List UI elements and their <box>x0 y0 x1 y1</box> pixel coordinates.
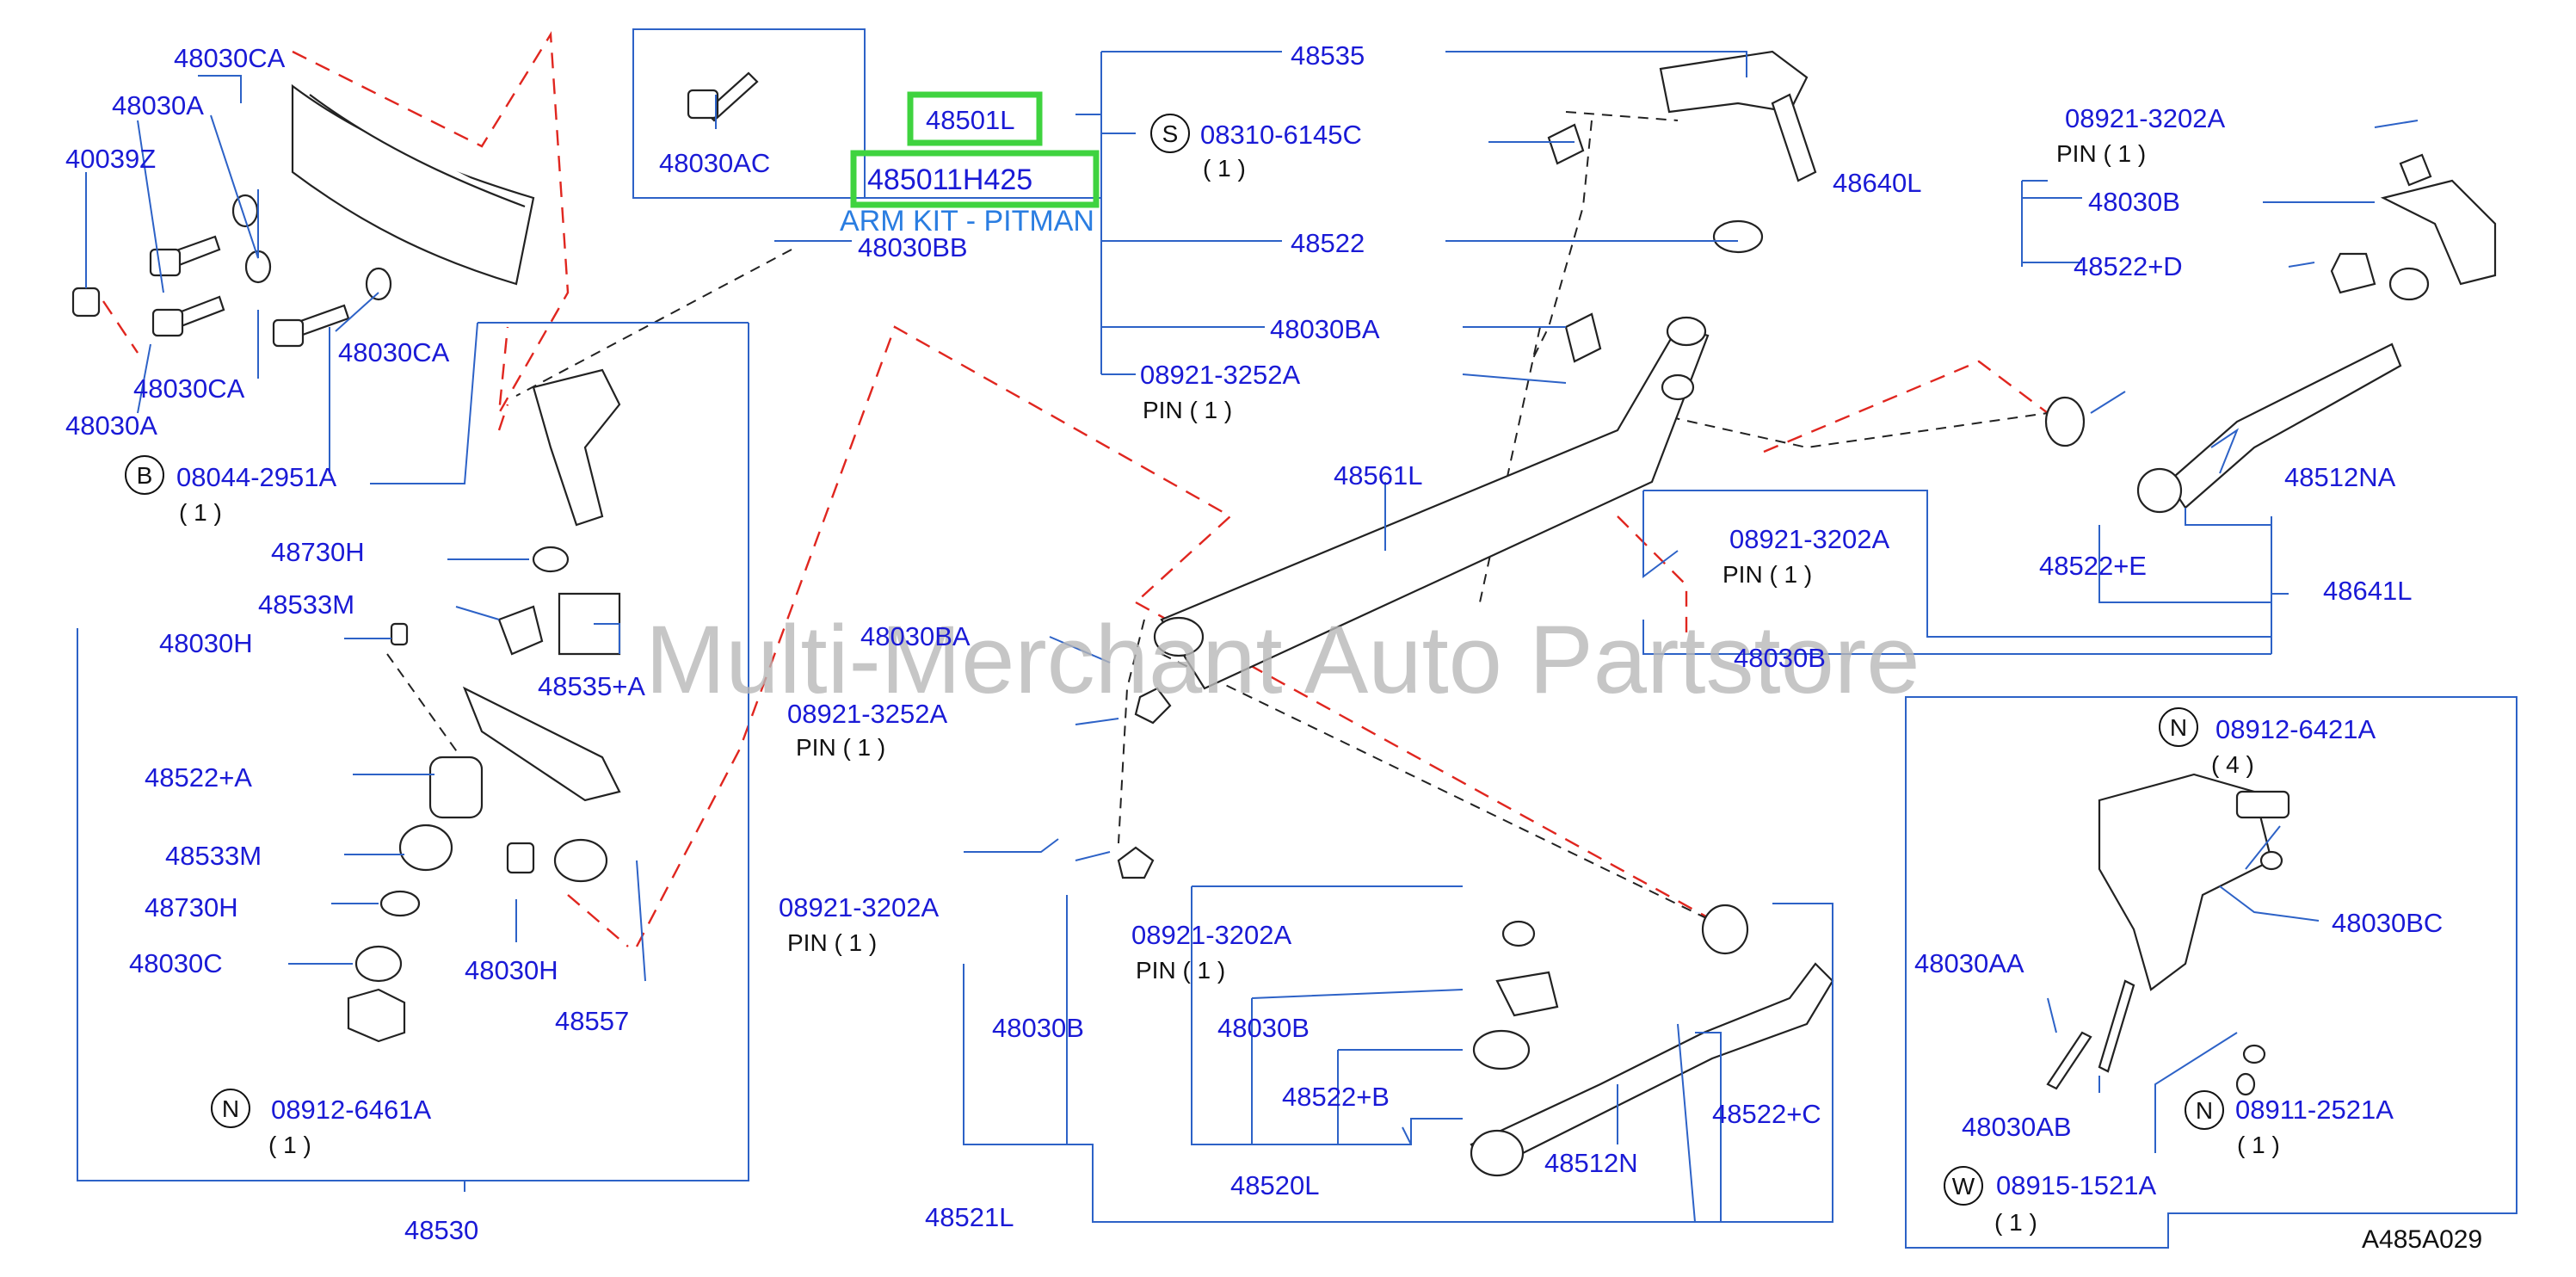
label-48030B-low: 48030B <box>992 1013 1084 1043</box>
qty-08912-6421: ( 4 ) <box>2211 751 2254 778</box>
circle-letter-s: S <box>1162 120 1179 147</box>
label-08911-2521A: 08911-2521A <box>2235 1095 2394 1125</box>
label-48030AA: 48030AA <box>1914 948 2024 978</box>
bracket-frame <box>291 83 535 286</box>
label-08044-2951A: 08044-2951A <box>176 462 336 492</box>
label-48030B-tr: 48030B <box>2088 187 2180 217</box>
label-08921-3202A-mid: 08921-3202A <box>1729 524 1889 554</box>
label-48030AB: 48030AB <box>1962 1112 2072 1142</box>
kit-caption: ARM KIT - PITMAN <box>840 205 1094 238</box>
label-485011H425-highlighted: 485011H425 <box>867 163 1032 196</box>
circle-letter-w: W <box>1952 1173 1975 1200</box>
idler-arm-assembly <box>347 368 621 1043</box>
circle-letter-b: B <box>137 462 153 489</box>
highlight-box-485011H425 <box>850 150 1100 208</box>
label-48030BA-mid: 48030BA <box>860 621 971 651</box>
pin-mid2: PIN ( 1 ) <box>796 734 885 761</box>
highlight-box-48501L <box>907 91 1043 146</box>
qty-08310: ( 1 ) <box>1203 155 1246 182</box>
label-48512NA: 48512NA <box>2284 462 2396 492</box>
label-48522D: 48522+D <box>2074 251 2183 281</box>
label-48030B-mid: 48030B <box>1734 643 1826 673</box>
bolt-48030AC <box>687 71 759 122</box>
label-48030CA-a: 48030CA <box>174 43 286 73</box>
label-48730H-a: 48730H <box>271 537 365 567</box>
label-48533M-a: 48533M <box>258 589 354 620</box>
label-08310-6145C: 08310-6145C <box>1200 120 1362 150</box>
label-08912-6421A: 08912-6421A <box>2215 714 2376 744</box>
pin-low: PIN ( 1 ) <box>787 929 877 956</box>
qty-08044: ( 1 ) <box>179 499 222 526</box>
label-48522A: 48522+A <box>145 762 252 793</box>
label-08921-3202A-tr: 08921-3202A <box>2065 103 2225 133</box>
label-48030A-a: 48030A <box>112 90 204 120</box>
label-48530: 48530 <box>404 1215 478 1245</box>
tie-rod-left-48512N <box>1117 687 1834 1177</box>
pin-tr: PIN ( 1 ) <box>2056 140 2146 167</box>
label-48522: 48522 <box>1291 228 1365 258</box>
label-08921-3202A-low: 08921-3202A <box>779 892 939 922</box>
steering-gear-box <box>2046 773 2290 1096</box>
pin-top: PIN ( 1 ) <box>1143 397 1232 423</box>
circle-letter-n2: N <box>2170 714 2187 741</box>
pin-c: PIN ( 1 ) <box>1136 957 1225 984</box>
label-48561L: 48561L <box>1334 460 1422 490</box>
label-48535A: 48535+A <box>538 671 645 701</box>
circle-letter-n1: N <box>222 1095 239 1122</box>
label-48030H-b: 48030H <box>465 955 558 985</box>
label-48521L: 48521L <box>925 1202 1014 1232</box>
part-labels: 48030CA 48030A 40039Z 48030CA 48030CA 48… <box>65 40 2482 1254</box>
watermark-text: Multi-Merchant Auto Partstore <box>645 606 1920 713</box>
reference-code: A485A029 <box>2362 1225 2482 1254</box>
label-48640L: 48640L <box>1833 168 1921 198</box>
label-48520L: 48520L <box>1230 1170 1319 1200</box>
label-48030C: 48030C <box>129 948 223 978</box>
pitman-arm-assembly <box>1547 50 1817 363</box>
label-08921-3202A-c: 08921-3202A <box>1131 920 1291 950</box>
label-08915-1521A: 08915-1521A <box>1996 1170 2156 1200</box>
qty-08911: ( 1 ) <box>2237 1132 2280 1158</box>
label-48535: 48535 <box>1291 40 1365 71</box>
label-48522C: 48522+C <box>1712 1099 1821 1129</box>
bolts-upper-left <box>71 194 392 348</box>
label-48030BB: 48030BB <box>858 232 968 262</box>
circle-letter-n3: N <box>2196 1097 2213 1124</box>
qty-08912-6461: ( 1 ) <box>268 1132 311 1158</box>
leader-lines <box>77 28 2517 1249</box>
label-48030B-c: 48030B <box>1217 1013 1310 1043</box>
label-48030A-b: 48030A <box>65 410 157 441</box>
label-48557: 48557 <box>555 1006 629 1036</box>
label-48522E: 48522+E <box>2039 551 2147 581</box>
label-08912-6461A: 08912-6461A <box>271 1095 431 1125</box>
label-08921-3252A-mid: 08921-3252A <box>787 699 947 729</box>
label-08921-3252A-top: 08921-3252A <box>1140 360 1300 390</box>
label-48030BA-top: 48030BA <box>1270 314 1380 344</box>
qty-08915: ( 1 ) <box>1994 1209 2037 1236</box>
label-48533M-b: 48533M <box>165 841 262 871</box>
label-40039Z: 40039Z <box>65 144 156 174</box>
label-48030AC: 48030AC <box>659 148 770 178</box>
label-48641L: 48641L <box>2323 576 2412 606</box>
label-48030CA-c: 48030CA <box>133 373 245 404</box>
circle-markers: B S N N N W <box>125 114 2224 1206</box>
pin-mid: PIN ( 1 ) <box>1722 561 1812 588</box>
label-48030BC: 48030BC <box>2332 908 2443 938</box>
tie-rod-right-48512NA <box>2044 153 2497 514</box>
label-48030H-a: 48030H <box>159 628 253 658</box>
label-48501L-highlighted: 48501L <box>926 105 1014 135</box>
label-48522B: 48522+B <box>1282 1082 1390 1112</box>
label-48512N: 48512N <box>1544 1148 1638 1178</box>
center-link-48561L <box>1153 316 1710 690</box>
label-48730H-b: 48730H <box>145 892 238 922</box>
label-48030CA-b: 48030CA <box>338 337 450 367</box>
assembly-lines <box>386 111 2049 930</box>
